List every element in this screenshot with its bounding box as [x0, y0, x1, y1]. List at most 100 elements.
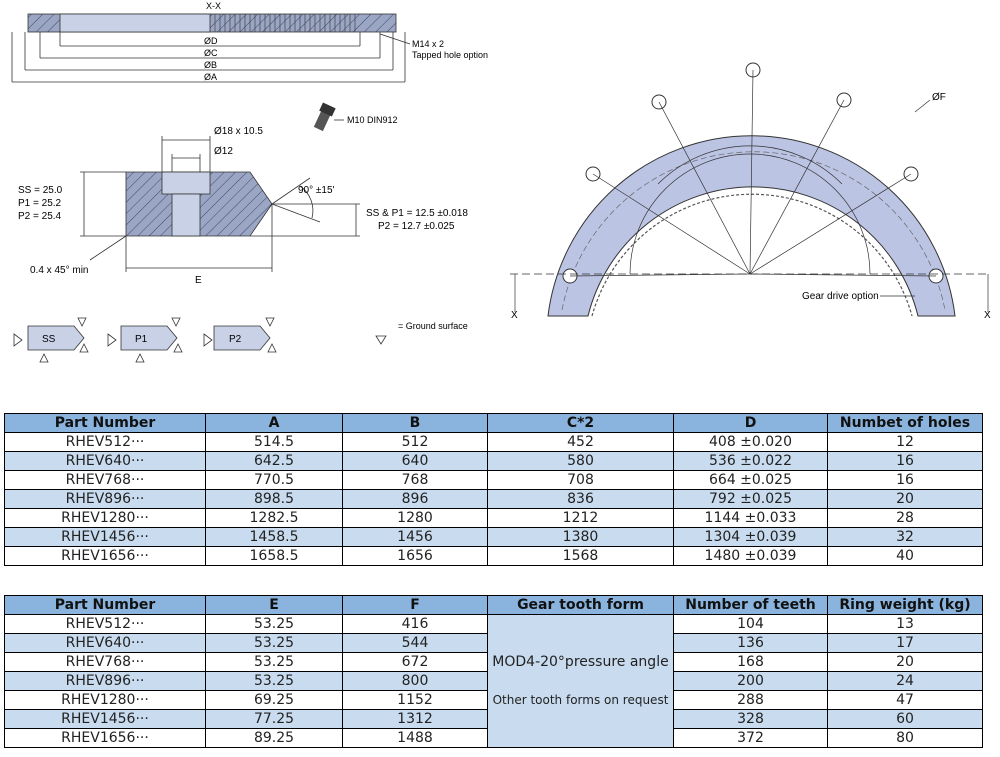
section-label: X-X: [206, 1, 221, 11]
cell: 768: [342, 470, 488, 490]
cell: 372: [673, 728, 828, 748]
technical-drawings: X-X ØD ØC ØB ØA M14 x 2 Tapped hole opti…: [11, 1, 991, 363]
cell: 80: [827, 728, 983, 748]
cell: 168: [673, 652, 828, 672]
cell: 32: [827, 527, 983, 547]
x-left-label: X: [511, 310, 518, 321]
dim-c-label: ØC: [204, 48, 218, 58]
tooth-form-cell: MOD4-20°pressure angle Other tooth forms…: [487, 614, 674, 748]
header-b: B: [342, 413, 488, 433]
cell: 288: [673, 690, 828, 710]
gear-drive-label: Gear drive option: [802, 291, 879, 302]
cell: 800: [342, 671, 488, 691]
cell: RHEV1280···: [4, 690, 206, 710]
profile-ss-label: SS: [42, 334, 56, 345]
table-header-row: Part Number E F Gear tooth form Number o…: [4, 595, 983, 615]
cell: 1658.5: [205, 546, 343, 566]
cell: 53.25: [205, 633, 343, 653]
cell: RHEV1456···: [4, 709, 206, 729]
cell: RHEV1456···: [4, 527, 206, 547]
tapped-hole-label: M14 x 2: [412, 39, 444, 49]
ground-surface-label: = Ground surface: [398, 321, 468, 331]
cell: 452: [487, 432, 674, 452]
tolerance-ss-p1: SS & P1 = 12.5 ±0.018: [366, 208, 468, 219]
cell: 580: [487, 451, 674, 471]
header-f: F: [342, 595, 488, 615]
cell: RHEV640···: [4, 451, 206, 471]
cell: 69.25: [205, 690, 343, 710]
cell: 28: [827, 508, 983, 528]
cell: 792 ±0.025: [673, 489, 828, 509]
cell: 408 ±0.020: [673, 432, 828, 452]
dimensions-table: Part Number A B C*2 D Numbet of holes RH…: [4, 413, 983, 566]
cell: 708: [487, 470, 674, 490]
cell: 77.25: [205, 709, 343, 729]
tapped-hole-note: Tapped hole option: [412, 50, 488, 60]
cell: 1380: [487, 527, 674, 547]
ss-dim-label: SS = 25.0: [18, 185, 63, 196]
bore2-label: Ø12: [214, 146, 233, 157]
cell: 24: [827, 671, 983, 691]
dim-a-label: ØA: [204, 72, 217, 82]
p2-dim-label: P2 = 25.4: [18, 211, 62, 222]
cell: 16: [827, 451, 983, 471]
tolerance-p2: P2 = 12.7 ±0.025: [378, 221, 455, 232]
cell: 12: [827, 432, 983, 452]
cell: 47: [827, 690, 983, 710]
cell: RHEV640···: [4, 633, 206, 653]
p1-dim-label: P1 = 25.2: [18, 198, 62, 209]
cell: 898.5: [205, 489, 343, 509]
cell: 136: [673, 633, 828, 653]
header-part-number: Part Number: [4, 595, 206, 615]
cell: RHEV512···: [4, 614, 206, 634]
cell: 20: [827, 489, 983, 509]
cell: 13: [827, 614, 983, 634]
cell: 1458.5: [205, 527, 343, 547]
cell: 536 ±0.022: [673, 451, 828, 471]
cell: 1312: [342, 709, 488, 729]
cell: 1280: [342, 508, 488, 528]
cell: 512: [342, 432, 488, 452]
cell: 1456: [342, 527, 488, 547]
cell: 672: [342, 652, 488, 672]
cell: 1656: [342, 546, 488, 566]
half-ring-drawing: [510, 40, 990, 317]
cell: 40: [827, 546, 983, 566]
cell: 544: [342, 633, 488, 653]
cell: 1282.5: [205, 508, 343, 528]
header-part-number: Part Number: [4, 413, 206, 433]
profile-shapes: [27, 325, 271, 351]
cell: 1212: [487, 508, 674, 528]
ring-cross-section-view: [11, 13, 411, 83]
dim-f-label: ØF: [932, 92, 946, 103]
bore1-label: Ø18 x 10.5: [214, 126, 263, 137]
cell: RHEV768···: [4, 652, 206, 672]
cell: 17: [827, 633, 983, 653]
cell: 514.5: [205, 432, 343, 452]
cell: 836: [487, 489, 674, 509]
header-weight: Ring weight (kg): [827, 595, 983, 615]
header-e: E: [205, 595, 343, 615]
profile-p2-label: P2: [229, 334, 242, 345]
cell: 53.25: [205, 652, 343, 672]
cell: 60: [827, 709, 983, 729]
ring-profile-section: [80, 136, 360, 272]
cell: 1480 ±0.039: [673, 546, 828, 566]
cell: 20: [827, 652, 983, 672]
angle-label: 90° ±15': [298, 185, 335, 196]
cell: RHEV1656···: [4, 546, 206, 566]
cell: 1144 ±0.033: [673, 508, 828, 528]
cell: 1568: [487, 546, 674, 566]
cell: 328: [673, 709, 828, 729]
cell: 642.5: [205, 451, 343, 471]
header-holes: Numbet of holes: [827, 413, 983, 433]
